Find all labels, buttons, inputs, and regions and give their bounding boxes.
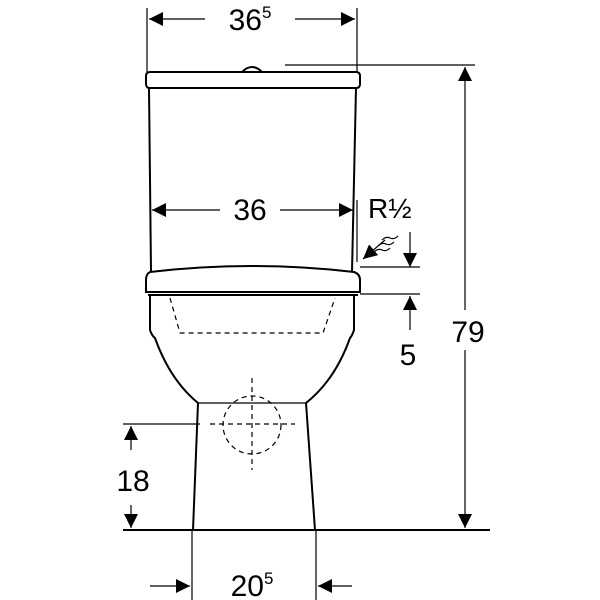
dimension-label: 18 (116, 465, 149, 498)
dimension-superscript: 5 (264, 569, 273, 588)
seat-lid (145, 265, 361, 293)
dimension-tank-width: 36 (152, 194, 358, 262)
dimension-inlet-offset: 5 (360, 293, 420, 372)
dimension-outlet-height: 18 (116, 423, 200, 528)
water-inlet-annotation: R½ (360, 193, 420, 268)
dimension-tank-lid-width: 365 (146, 3, 358, 72)
inlet-arrow-icon (362, 239, 386, 260)
dimension-label: 20 (231, 570, 264, 600)
inlet-label: R½ (368, 193, 412, 224)
outlet-symbol (210, 378, 295, 470)
dimension-superscript: 5 (262, 3, 271, 22)
svg-text:365: 365 (229, 3, 272, 37)
bowl (149, 296, 355, 531)
dimension-label: 79 (451, 316, 484, 349)
svg-text:205: 205 (231, 569, 274, 600)
dimension-label: 5 (400, 339, 417, 372)
dimension-label: 36 (233, 194, 266, 227)
dimension-total-height: 79 (451, 67, 485, 528)
dimension-base-width: 205 (150, 530, 352, 600)
dimension-label: 36 (229, 4, 262, 37)
cistern (145, 66, 361, 273)
